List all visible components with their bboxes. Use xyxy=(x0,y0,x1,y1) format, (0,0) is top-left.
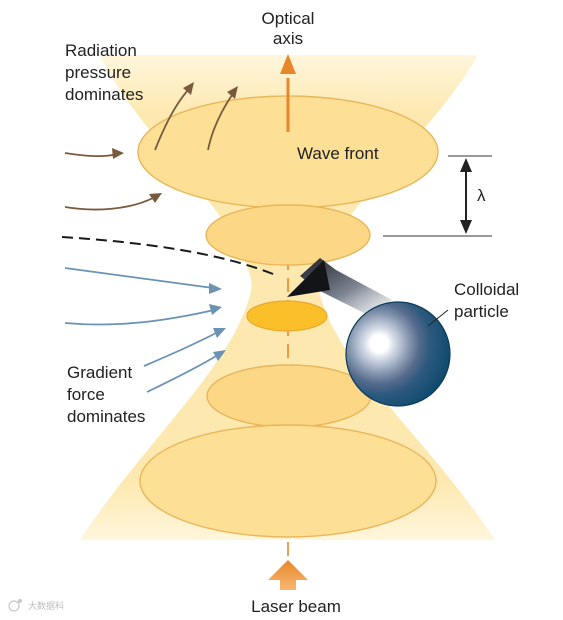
lambda-label: λ xyxy=(477,186,486,205)
gradient-arrowheads xyxy=(209,283,226,361)
gradient-arrows xyxy=(64,267,219,393)
wave-front-ellipse-bottom xyxy=(139,424,437,538)
particle-trajectory-dashed xyxy=(61,236,279,277)
focus-ellipse xyxy=(246,300,328,332)
radiation-label-2: pressure xyxy=(65,63,131,82)
wave-front-label: Wave front xyxy=(297,144,379,163)
watermark-logo-dot xyxy=(18,599,22,603)
laser-beam-cone xyxy=(80,55,495,540)
gradient-label-1: Gradient xyxy=(67,363,132,382)
radiation-arrowheads xyxy=(112,82,238,203)
optical-axis-label-2: axis xyxy=(273,29,303,48)
colloidal-label-2: particle xyxy=(454,302,509,321)
laser-beam-arrow xyxy=(268,560,308,590)
radiation-label-1: Radiation xyxy=(65,41,137,60)
colloidal-label-1: Colloidal xyxy=(454,280,519,299)
wave-front-ellipse-upper xyxy=(205,204,371,266)
watermark-logo-icon xyxy=(8,600,20,612)
laser-beam-label: Laser beam xyxy=(251,597,341,616)
optical-axis-arrowhead xyxy=(280,54,296,74)
radiation-arrows xyxy=(64,89,233,211)
radiation-label-3: dominates xyxy=(65,85,143,104)
optical-axis-label-1: Optical xyxy=(262,9,315,28)
colloidal-pointer-line xyxy=(427,309,449,327)
lambda-arrowhead-up xyxy=(460,158,472,172)
gradient-label-2: force xyxy=(67,385,105,404)
watermark-text: 大数据科 xyxy=(28,600,64,612)
force-arrowhead xyxy=(287,260,330,297)
lambda-arrowhead-down xyxy=(460,220,472,234)
wave-front-ellipse-lower xyxy=(206,364,372,428)
gradient-label-3: dominates xyxy=(67,407,145,426)
colloidal-particle xyxy=(345,301,451,407)
